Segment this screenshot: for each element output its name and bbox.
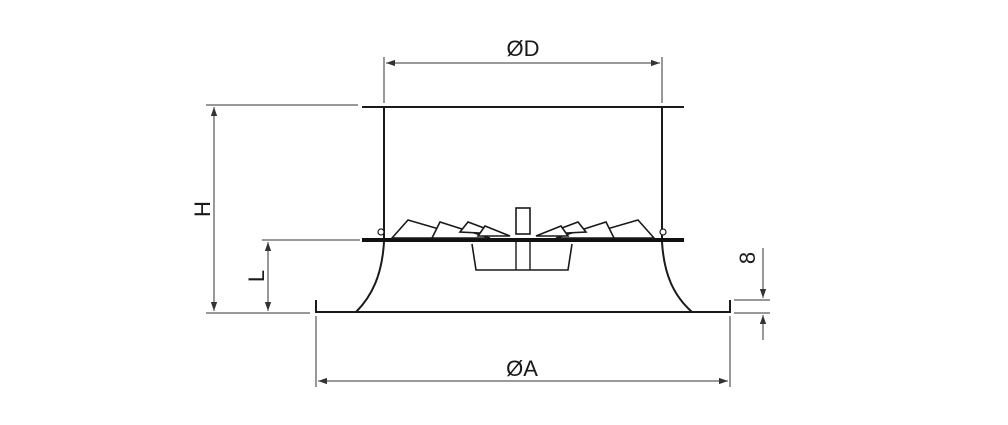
dimension-diameter-d: ØD — [383, 36, 663, 103]
impeller-hub-top — [515, 207, 531, 235]
dimension-length-l: L — [244, 239, 360, 311]
height-h-label: H — [190, 201, 215, 217]
fan-body — [315, 106, 731, 313]
length-l-label: L — [244, 270, 269, 282]
dimension-height-h: H — [190, 104, 358, 314]
diameter-d-label: ØD — [507, 36, 540, 61]
inlet-cone-left — [355, 241, 385, 313]
blade — [535, 225, 570, 237]
bolt-left — [377, 228, 385, 236]
dimension-flange-thickness: 8 — [734, 248, 770, 340]
impeller — [390, 207, 656, 271]
blade — [476, 225, 511, 237]
dimension-diameter-a: ØA — [315, 316, 731, 387]
base-plate — [315, 300, 731, 313]
diameter-a-label: ØA — [506, 356, 538, 381]
flange-thickness-label: 8 — [735, 252, 760, 264]
impeller-hub-housing — [471, 243, 573, 271]
bolt-right — [659, 228, 667, 236]
inlet-cone-right — [661, 241, 693, 313]
